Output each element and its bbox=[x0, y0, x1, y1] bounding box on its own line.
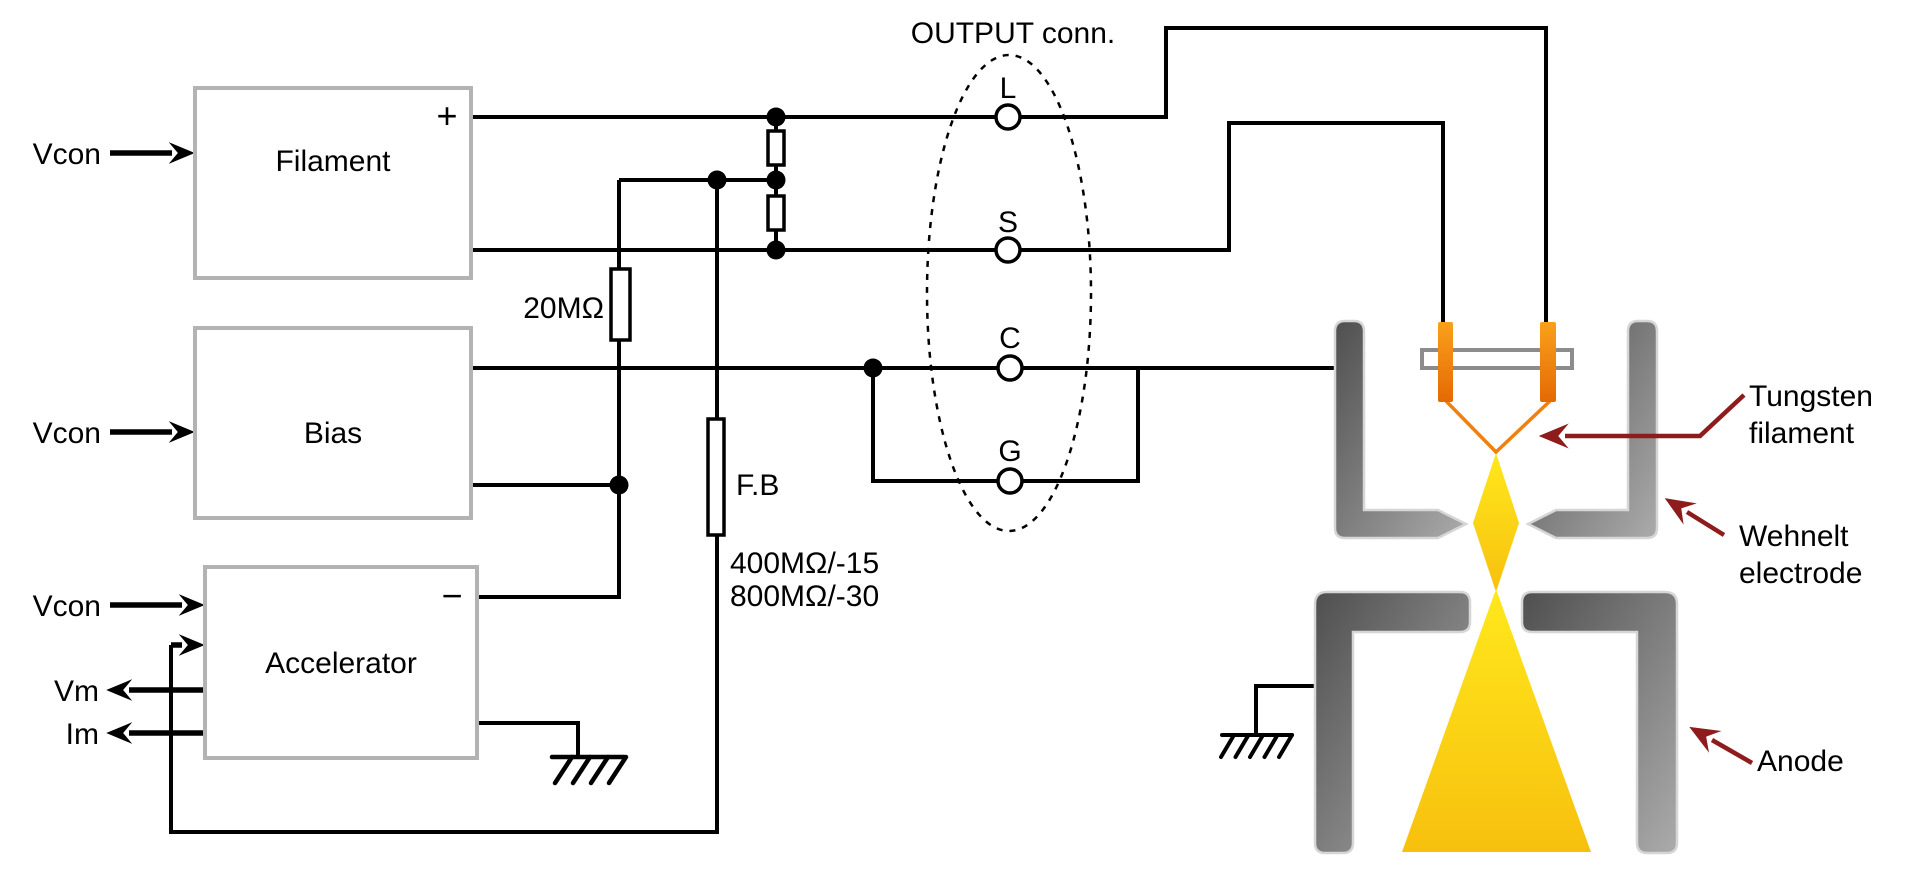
filament-leg-right bbox=[1540, 322, 1556, 402]
terminal-S-label: S bbox=[998, 206, 1018, 239]
filament-block: Filament + bbox=[193, 86, 473, 280]
plus-sign: + bbox=[436, 95, 457, 136]
wehnelt-label-line1: Wehnelt bbox=[1739, 520, 1849, 553]
accelerator-label: Accelerator bbox=[265, 647, 417, 680]
junction-dots bbox=[609, 107, 883, 495]
wehnelt-left-electrode bbox=[1333, 319, 1469, 540]
terminal-C-label: C bbox=[999, 322, 1021, 355]
vcon-accelerator-label: Vcon bbox=[33, 590, 101, 623]
anode-ground-symbol bbox=[1219, 733, 1294, 759]
feedback-value-2: 800MΩ/-30 bbox=[730, 580, 879, 613]
beam-crossover-diamond bbox=[1473, 453, 1519, 592]
wire-anode-ground bbox=[1254, 684, 1320, 735]
io-labels: Vcon Vcon Vcon Vm Im bbox=[33, 138, 101, 751]
tungsten-label-line1: Tungsten bbox=[1749, 380, 1873, 413]
resistor-feedback-label: F.B bbox=[736, 469, 779, 502]
annotations: Tungsten filament Wehnelt electrode Anod… bbox=[1538, 380, 1873, 778]
junction-dot bbox=[863, 358, 883, 378]
accelerator-box bbox=[203, 565, 479, 760]
junction-dot bbox=[766, 107, 786, 127]
accelerator-ground-symbol bbox=[549, 754, 629, 786]
feedback-value-1: 400MΩ/-15 bbox=[730, 547, 879, 580]
anode-label: Anode bbox=[1757, 745, 1844, 778]
anode-right-electrode bbox=[1520, 590, 1679, 855]
series-resistor-upper bbox=[766, 129, 786, 167]
wire-accelerator-ground bbox=[477, 721, 580, 757]
terminal-C-pin bbox=[996, 354, 1024, 382]
resistor-20mohm-label: 20MΩ bbox=[523, 292, 604, 325]
terminal-L-label: L bbox=[1000, 72, 1017, 105]
signal-arrows bbox=[106, 142, 205, 744]
output-connector-title: OUTPUT conn. bbox=[911, 17, 1116, 50]
terminal-L-pin bbox=[994, 103, 1022, 131]
bias-label: Bias bbox=[304, 417, 362, 450]
anode-left-electrode bbox=[1313, 590, 1472, 855]
wehnelt-pointer bbox=[1664, 498, 1726, 537]
vm-label: Vm bbox=[54, 675, 99, 708]
series-resistor-lower bbox=[766, 194, 786, 232]
filament-label: Filament bbox=[275, 145, 391, 178]
bias-block: Bias bbox=[193, 326, 473, 520]
wire-L-to-right-filament-leg bbox=[471, 26, 1548, 326]
output-connector: OUTPUT conn. L S C G bbox=[911, 17, 1116, 495]
tungsten-label-line2: filament bbox=[1749, 417, 1855, 450]
beam-cone bbox=[1402, 589, 1591, 852]
vcon-filament-label: Vcon bbox=[33, 138, 101, 171]
terminal-S-pin bbox=[994, 236, 1022, 264]
junction-dot bbox=[609, 475, 629, 495]
terminal-G-pin bbox=[996, 467, 1024, 495]
wehnelt-right-electrode bbox=[1525, 319, 1659, 540]
filament-leg-left bbox=[1438, 322, 1453, 402]
terminal-G-label: G bbox=[998, 435, 1021, 468]
junction-dot bbox=[766, 170, 786, 190]
resistor-feedback bbox=[706, 417, 726, 537]
im-label: Im bbox=[66, 718, 99, 751]
wire-20m-line bbox=[477, 180, 621, 599]
resistor-20mohm bbox=[609, 267, 632, 342]
tungsten-filament-wire bbox=[1444, 399, 1552, 455]
bias-box bbox=[193, 326, 473, 520]
vcon-bias-label: Vcon bbox=[33, 417, 101, 450]
minus-sign: − bbox=[441, 575, 462, 616]
filament-box bbox=[193, 86, 473, 280]
filament-holder-bar bbox=[1420, 348, 1574, 370]
resistors bbox=[609, 129, 786, 537]
resistor-labels: 20MΩ F.B 400MΩ/-15 800MΩ/-30 bbox=[523, 292, 879, 613]
tungsten-filament-pointer bbox=[1538, 393, 1746, 449]
electron-gun bbox=[1313, 319, 1679, 855]
anode-pointer bbox=[1689, 726, 1754, 765]
power-supply-blocks: Filament + Bias Accelerator − bbox=[193, 86, 479, 760]
junction-dot bbox=[707, 170, 727, 190]
junction-dot bbox=[766, 240, 786, 260]
accelerator-block: Accelerator − bbox=[203, 565, 479, 760]
wehnelt-label-line2: electrode bbox=[1739, 557, 1862, 590]
wire-S-to-left-filament-leg bbox=[471, 121, 1445, 326]
output-connector-ellipse bbox=[925, 53, 1093, 533]
